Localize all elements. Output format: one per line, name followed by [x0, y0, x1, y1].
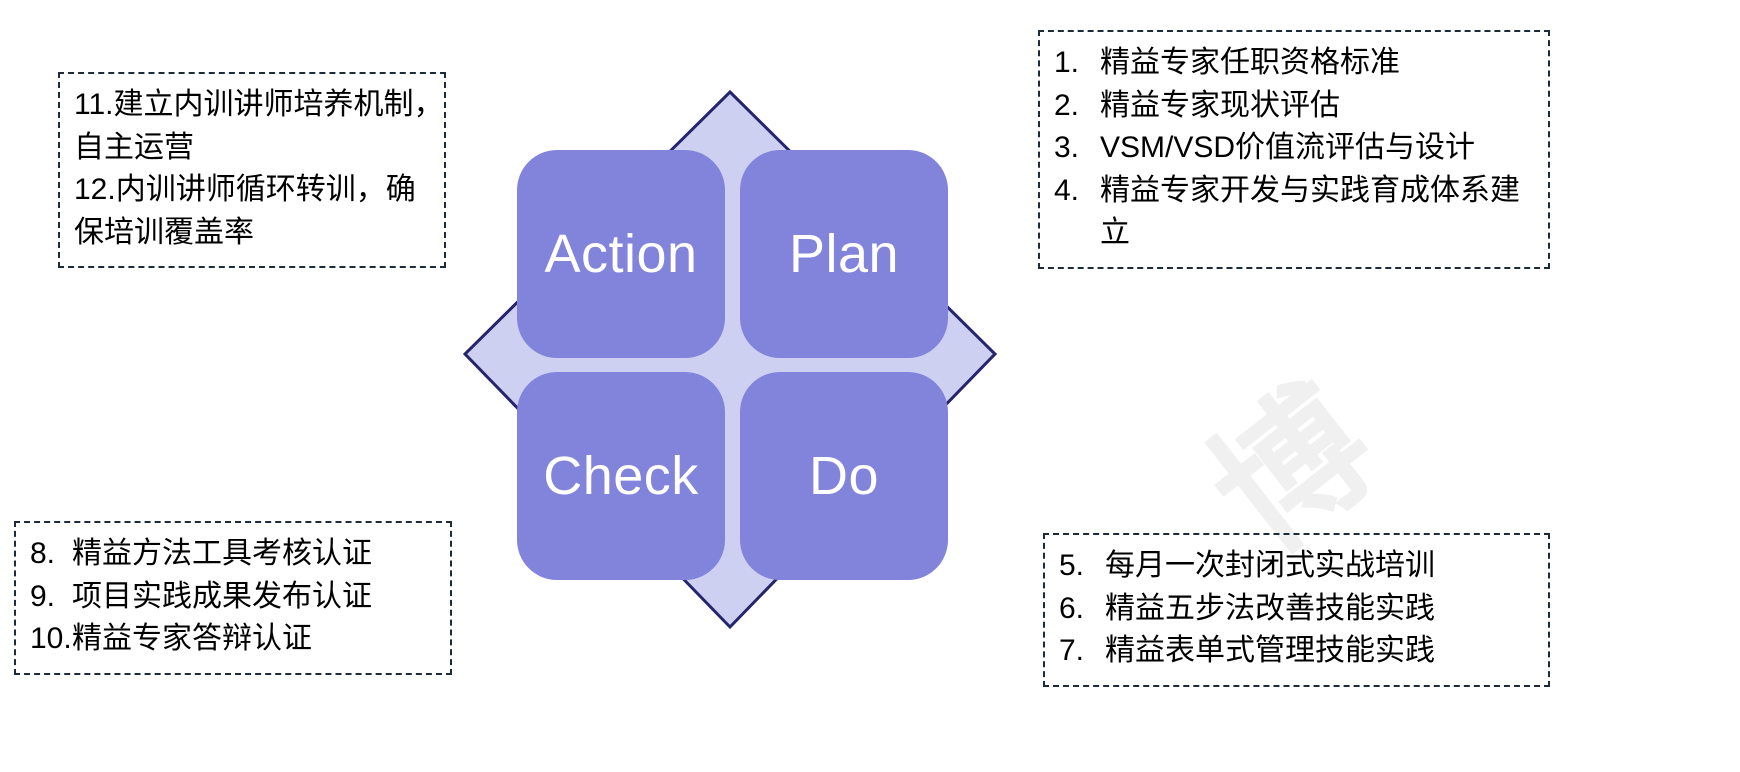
note-line: 12.内训讲师循环转训，确 [74, 173, 416, 207]
list-item-text: 精益专家开发与实践育成体系建立 [1100, 173, 1520, 250]
note-box-check: 8. 精益方法工具考核认证 9. 项目实践成果发布认证 10. 精益专家答辩认证 [14, 521, 452, 675]
list-item-text: 精益专家现状评估 [1100, 88, 1340, 122]
pdca-quadrant-check-label: Check [543, 446, 699, 506]
pdca-cycle: Action Plan Check Do [455, 82, 1005, 637]
list-item: 9. 项目实践成果发布认证 [30, 576, 436, 619]
list-item: 8. 精益方法工具考核认证 [30, 533, 436, 576]
list-item-text: 项目实践成果发布认证 [72, 579, 372, 613]
list-item-number: 3. [1054, 131, 1080, 165]
note-box-do: 5. 每月一次封闭式实战培训 6. 精益五步法改善技能实践 7. 精益表单式管理… [1043, 533, 1550, 687]
list-item: 3. VSM/VSD价值流评估与设计 [1054, 127, 1534, 170]
pdca-quadrant-check[interactable]: Check [517, 372, 725, 580]
list-item-number: 9. [30, 579, 56, 613]
list-item-number: 5. [1059, 549, 1085, 582]
note-line: 保培训覆盖率 [74, 215, 254, 249]
list-item-text: 精益表单式管理技能实践 [1105, 634, 1435, 668]
pdca-quadrant-do-label: Do [808, 446, 880, 506]
list-item-number: 6. [1059, 591, 1085, 625]
list-item-text: 精益方法工具考核认证 [72, 537, 372, 570]
pdca-quadrant-plan-label: Plan [788, 224, 900, 284]
note-line: 自主运营 [74, 130, 194, 164]
list-item: 1. 精益专家任职资格标准 [1054, 42, 1534, 85]
list-item-text: 精益专家任职资格标准 [1100, 46, 1400, 79]
note-line: 11.建立内训讲师培养机制， [74, 88, 444, 121]
note-box-plan: 1. 精益专家任职资格标准 2. 精益专家现状评估 3. VSM/VSD价值流评… [1038, 30, 1550, 269]
list-item-number: 8. [30, 537, 56, 570]
list-item-text: 精益专家答辩认证 [72, 622, 312, 656]
list-item-number: 1. [1054, 46, 1080, 79]
list-item-number: 4. [1054, 173, 1080, 207]
list-item-number: 10. [30, 622, 72, 656]
list-item: 2. 精益专家现状评估 [1054, 85, 1534, 128]
pdca-quadrant-action-label: Action [544, 224, 698, 284]
list-item-text: 精益五步法改善技能实践 [1105, 591, 1435, 625]
list-item: 4. 精益专家开发与实践育成体系建立 [1054, 170, 1534, 255]
note-box-action: 11.建立内训讲师培养机制， 自主运营 12.内训讲师循环转训，确 保培训覆盖率 [58, 72, 446, 269]
list-item-text: VSM/VSD价值流评估与设计 [1100, 131, 1476, 165]
pdca-quadrant-action[interactable]: Action [517, 150, 725, 358]
list-item-number: 2. [1054, 88, 1080, 122]
list-item-text: 每月一次封闭式实战培训 [1105, 549, 1435, 582]
pdca-quadrant-do[interactable]: Do [740, 372, 948, 580]
list-item: 5. 每月一次封闭式实战培训 [1059, 545, 1534, 588]
list-item: 10. 精益专家答辩认证 [30, 618, 436, 661]
list-item: 7. 精益表单式管理技能实践 [1059, 630, 1534, 673]
pdca-quadrant-plan[interactable]: Plan [740, 150, 948, 358]
list-item: 6. 精益五步法改善技能实践 [1059, 588, 1534, 631]
list-item-number: 7. [1059, 634, 1085, 668]
